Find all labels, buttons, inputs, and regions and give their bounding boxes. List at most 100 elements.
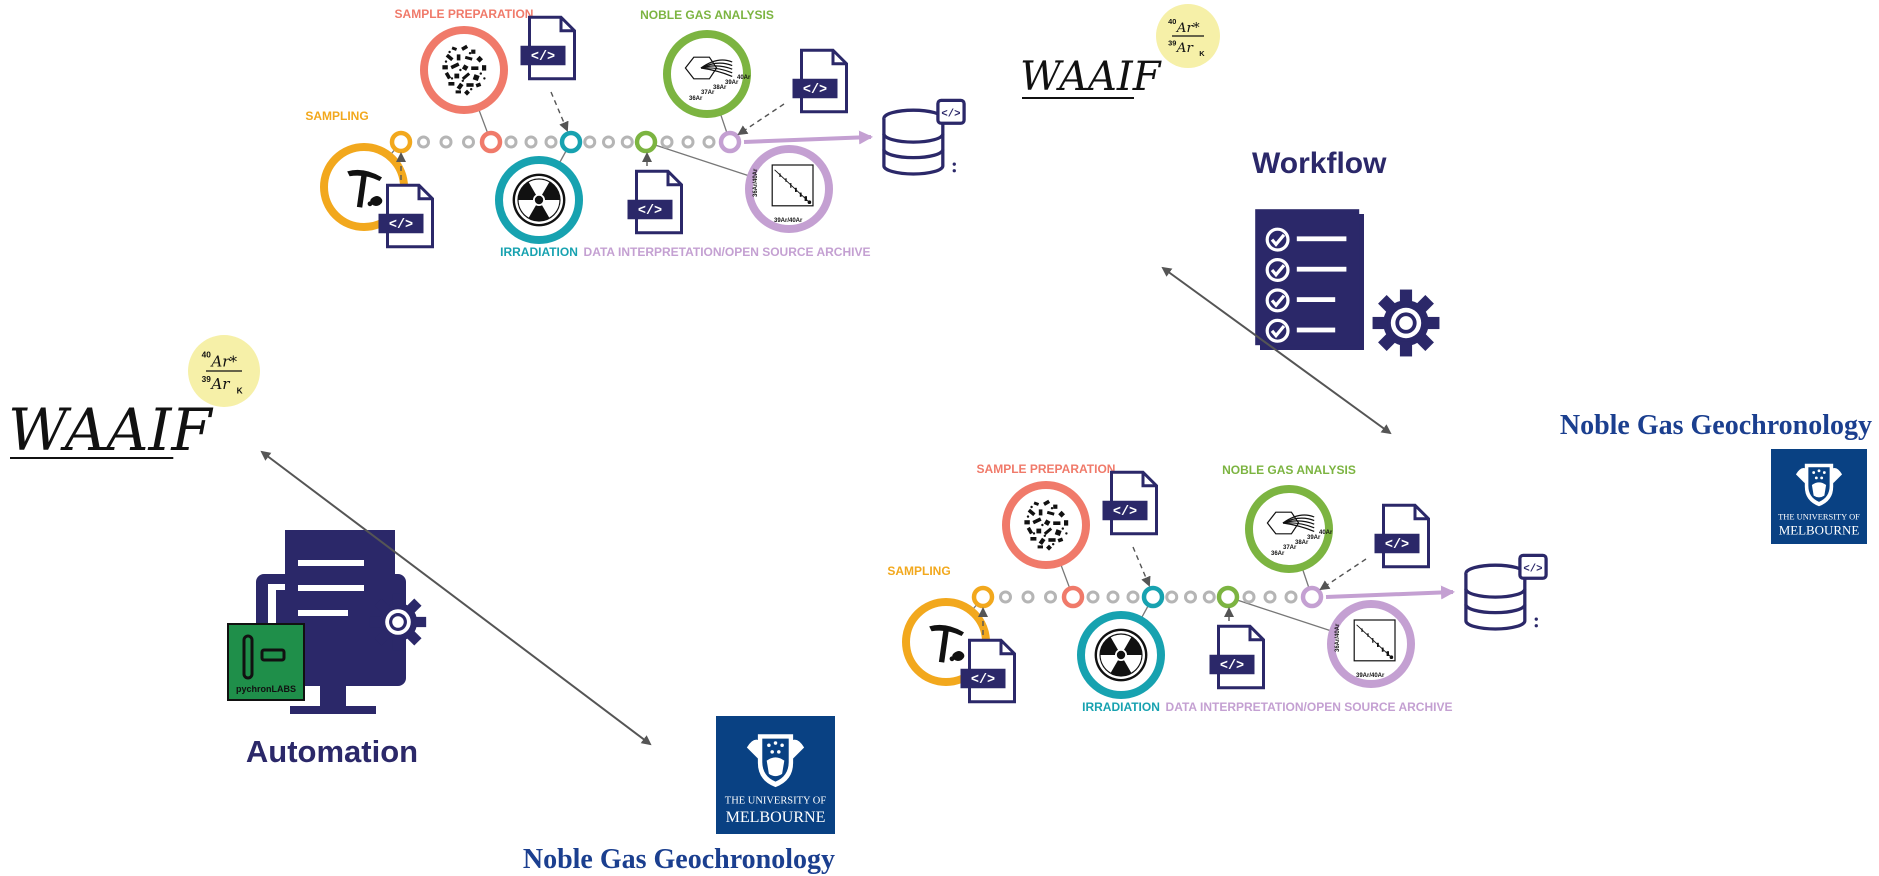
ratio-sup-top: 40 bbox=[1168, 17, 1176, 26]
code-document-icon bbox=[519, 15, 577, 81]
path-dot bbox=[681, 135, 695, 149]
stage-label-preparation: SAMPLE PREPARATION bbox=[395, 7, 534, 21]
stage-label-interpretation: DATA INTERPRETATION/OPEN SOURCE ARCHIVE bbox=[584, 245, 871, 259]
irradiation-icon bbox=[512, 173, 566, 227]
melbourne-line2: MELBOURNE bbox=[726, 809, 826, 826]
path-dot bbox=[1086, 590, 1100, 604]
path-dot bbox=[1242, 590, 1256, 604]
ratio-sup-bottom: 39 bbox=[1168, 39, 1176, 48]
isotope-label: 37Ar bbox=[1283, 545, 1297, 551]
isotope-label: 36Ar bbox=[689, 96, 703, 102]
pychron-mark-left bbox=[242, 634, 254, 680]
noble-gas-circle bbox=[663, 30, 751, 118]
ratio-sub: K bbox=[237, 385, 243, 395]
workflow-gear-icon bbox=[1372, 289, 1440, 357]
interpretation-icon bbox=[1353, 619, 1396, 662]
monitor-stand bbox=[320, 686, 346, 706]
path-dot bbox=[1126, 590, 1140, 604]
stage-label-interpretation: DATA INTERPRETATION/OPEN SOURCE ARCHIVE bbox=[1166, 700, 1453, 714]
code-document-icon bbox=[1101, 470, 1159, 536]
isochron-x-label: 39Ar/40Ar bbox=[774, 218, 803, 224]
code-document-icon bbox=[1208, 624, 1266, 690]
isochron-y-label: 36Ar/40Ar bbox=[753, 168, 759, 197]
isotope-label: 39Ar bbox=[725, 80, 739, 86]
preparation-circle bbox=[420, 26, 508, 114]
stage-label-irradiation: IRRADIATION bbox=[500, 245, 578, 259]
path-dot bbox=[1184, 590, 1197, 604]
code-document-icon bbox=[377, 183, 435, 249]
workflow-link-arrow bbox=[1161, 266, 1392, 435]
dashed-arrow bbox=[737, 103, 785, 136]
path-dot bbox=[999, 590, 1012, 604]
path-dot bbox=[702, 135, 716, 149]
path-dot bbox=[1263, 590, 1277, 604]
path-dot bbox=[602, 135, 615, 149]
path-dot bbox=[524, 135, 538, 149]
ratio-sup-bottom: 39 bbox=[202, 374, 212, 384]
path-dot bbox=[462, 135, 475, 149]
stage-label-sampling: SAMPLING bbox=[887, 564, 950, 578]
workflow-node bbox=[1216, 585, 1240, 609]
isotope-label: 38Ar bbox=[1295, 540, 1309, 546]
doc-line bbox=[298, 610, 348, 616]
code-document-icon bbox=[791, 48, 849, 114]
pychron-logo: pychronLABS bbox=[227, 623, 305, 701]
melbourne-line2: MELBOURNE bbox=[1779, 523, 1860, 538]
ratio-numerator: Ar* bbox=[1175, 21, 1200, 36]
path-dot bbox=[583, 135, 597, 149]
isochron-x-label: 39Ar/40Ar bbox=[1356, 673, 1385, 679]
dashed-arrow bbox=[1319, 558, 1367, 591]
ngg-title-left: Noble Gas Geochronology bbox=[523, 844, 835, 875]
workflow-node bbox=[1300, 585, 1324, 609]
stage-label-noble-gas: NOBLE GAS ANALYSIS bbox=[1222, 463, 1356, 477]
isotope-label: 37Ar bbox=[701, 90, 715, 96]
workflow-node bbox=[1061, 585, 1085, 609]
preparation-circle bbox=[1002, 481, 1090, 569]
ngg-title-right: Noble Gas Geochronology bbox=[1560, 410, 1872, 441]
isotope-label: 36Ar bbox=[1271, 551, 1285, 557]
archive-arrow bbox=[1325, 585, 1455, 600]
ratio-sub: K bbox=[1199, 49, 1205, 58]
ratio-sup-top: 40 bbox=[202, 349, 212, 359]
dashed-arrow bbox=[550, 91, 569, 132]
bottom-pipeline: 36Ar37Ar38Ar39Ar40Ar39Ar/40Ar36Ar/40ArSA… bbox=[887, 462, 1548, 714]
workflow-node bbox=[559, 130, 583, 154]
isochron-y-label: 36Ar/40Ar bbox=[1335, 623, 1341, 652]
ratio-denominator: Ar bbox=[209, 375, 230, 393]
path-dot bbox=[1165, 590, 1179, 604]
automation-gear-icon bbox=[369, 593, 427, 651]
code-document-icon bbox=[626, 169, 684, 235]
doc-line bbox=[298, 585, 364, 591]
ratio-numerator: Ar* bbox=[209, 353, 237, 371]
database-icon bbox=[879, 98, 966, 176]
isotope-label: 38Ar bbox=[713, 85, 727, 91]
code-document-icon bbox=[959, 638, 1017, 704]
path-dot bbox=[1284, 590, 1298, 604]
archive-arrow bbox=[743, 130, 873, 145]
irradiation-icon bbox=[1094, 628, 1148, 682]
path-dot bbox=[417, 135, 430, 149]
workflow-node bbox=[971, 585, 995, 609]
path-dot bbox=[1202, 590, 1216, 604]
path-dot bbox=[1021, 590, 1035, 604]
isotope-label: 40Ar bbox=[737, 75, 751, 81]
waaif-title: WAAIF bbox=[1020, 54, 1162, 100]
path-dot bbox=[1044, 590, 1057, 604]
path-dot bbox=[439, 135, 453, 149]
right-melbourne-logo: THE UNIVERSITY OF MELBOURNE bbox=[1771, 449, 1867, 544]
database-icon bbox=[1461, 553, 1548, 631]
code-document-icon bbox=[1373, 503, 1431, 569]
melbourne-line1: THE UNIVERSITY OF bbox=[725, 795, 827, 806]
stage-label-preparation: SAMPLE PREPARATION bbox=[977, 462, 1116, 476]
path-dot bbox=[504, 135, 518, 149]
path-dot bbox=[620, 135, 634, 149]
melbourne-line1: THE UNIVERSITY OF bbox=[1778, 511, 1860, 521]
stage-label-noble-gas: NOBLE GAS ANALYSIS bbox=[640, 8, 774, 22]
isotope-label: 39Ar bbox=[1307, 535, 1321, 541]
dashed-arrow bbox=[1132, 546, 1151, 587]
path-dot bbox=[1106, 590, 1120, 604]
